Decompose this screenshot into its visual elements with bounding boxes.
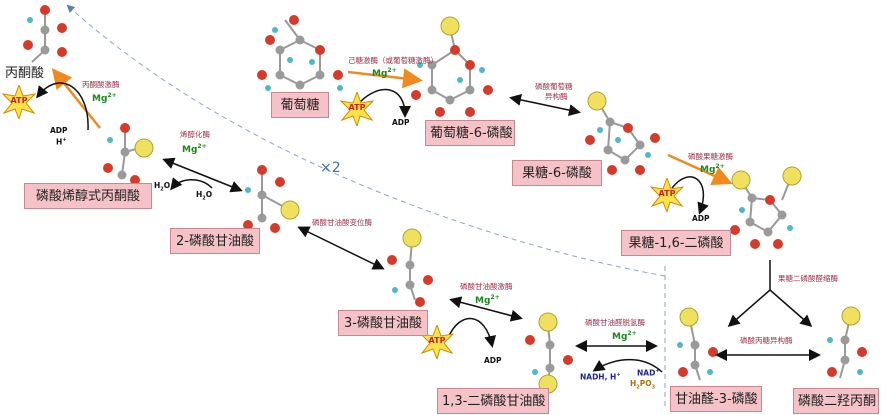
- enzyme-enolase: 烯醇化酶: [180, 130, 210, 139]
- enzyme-aldolase: 果糖二磷酸醛缩酶: [778, 274, 838, 283]
- label-pga3: 3-磷酸甘油酸: [338, 310, 428, 336]
- curve-gapdh: [592, 358, 663, 373]
- adp-pk: ADP: [50, 126, 68, 135]
- label-g6p: 葡萄糖-6-磷酸: [425, 120, 515, 146]
- arrow-aldolase-right: [769, 289, 813, 327]
- f6p-molecule: [585, 91, 660, 175]
- mg-gapdh: Mg2+: [612, 330, 637, 342]
- arrow-hexokinase: [347, 68, 423, 89]
- label-bpg: 1,3-二磷酸甘油酸: [437, 388, 549, 414]
- atp-star-pfk: ATP: [649, 176, 685, 214]
- mg-pfk: Mg2+: [700, 163, 725, 175]
- curve-pgk: [447, 317, 496, 348]
- enzyme-isomerase-line2: 异构酶: [545, 92, 568, 101]
- curve-enolase: [170, 177, 213, 191]
- bpg-molecule: [525, 312, 573, 394]
- arrow-pgm: [297, 226, 385, 270]
- h-plus-pk: H+: [56, 137, 67, 147]
- enzyme-pgm: 磷酸甘油酸变位酶: [312, 218, 372, 227]
- arrow-isomerase: [509, 93, 581, 117]
- g3p-molecule: [677, 307, 718, 381]
- label-dhap: 磷酸二羟丙酮: [793, 388, 879, 414]
- g6p-molecule: [411, 16, 493, 117]
- label-pyruvate: 丙酮酸: [5, 66, 45, 81]
- enzyme-pfk: 磷酸果糖激酶: [688, 152, 733, 161]
- dashed-curve-upper: [66, 4, 666, 277]
- curve-pk: [36, 82, 89, 131]
- enzyme-gapdh: 磷酸甘油醛脱氢酶: [585, 318, 645, 327]
- mg-pk: Mg2+: [92, 92, 117, 104]
- label-g3p: 甘油醛-3-磷酸: [670, 386, 762, 412]
- enzyme-hexokinase: 己糖激酶（或葡萄糖激酶）: [348, 56, 438, 65]
- atp-label: ATP: [658, 189, 676, 198]
- h2o-right: H2O: [196, 190, 213, 202]
- enzyme-pk: 丙酮酸激酶: [82, 80, 120, 89]
- atp-label: ATP: [10, 96, 28, 105]
- atp-star-pk: ATP: [1, 83, 37, 121]
- atp-label: ATP: [428, 336, 446, 345]
- mg-hexokinase: Mg2+: [372, 67, 397, 79]
- enzyme-pgk: 磷酸甘油酸激酶: [460, 282, 513, 291]
- curve-pfk: [671, 176, 709, 215]
- label-pga2: 2-磷酸甘油酸: [170, 228, 260, 254]
- label-pep: 磷酸烯醇式丙酮酸: [24, 183, 152, 209]
- f16bp-molecule: [730, 166, 802, 249]
- arrow-pfk: [667, 153, 733, 185]
- label-f6p: 果糖-6-磷酸: [512, 160, 602, 186]
- enzyme-tpi: 磷酸丙糖异构酶: [740, 336, 793, 345]
- pga3-molecule: [387, 228, 433, 307]
- adp-hexokinase: ADP: [392, 118, 410, 127]
- nadh-label: NADH, H+: [580, 372, 621, 382]
- adp-pgk: ADP: [484, 356, 502, 365]
- curve-hexokinase: [359, 88, 411, 118]
- h2o-left: H2O: [154, 181, 171, 193]
- enzyme-isomerase-line1: 磷酸葡萄糖: [535, 82, 573, 91]
- pep-molecule: [103, 123, 154, 185]
- label-glucose: 葡萄糖: [271, 92, 329, 118]
- atp-star-hexokinase: ATP: [339, 90, 375, 128]
- multiplier-x2: ×2: [320, 160, 341, 176]
- pga2-molecule: [243, 165, 300, 233]
- arrow-aldolase-left: [727, 289, 771, 327]
- pyruvate-molecule: [23, 5, 67, 63]
- arrow-pk: [51, 68, 101, 129]
- nad-label: NAD+: [637, 368, 660, 378]
- mg-enolase: Mg2+: [182, 143, 207, 155]
- dhap-molecule: [827, 306, 867, 379]
- label-f16bp: 果糖-1,6-二磷酸: [621, 230, 731, 256]
- arrow-pgk: [449, 296, 523, 322]
- glucose-molecule: [257, 15, 343, 103]
- h2po3-label: H2PO3: [630, 379, 656, 391]
- adp-pfk: ADP: [692, 214, 710, 223]
- atp-label: ATP: [348, 103, 366, 112]
- arrow-enolase: [162, 157, 243, 193]
- mg-pgk: Mg2+: [475, 294, 500, 306]
